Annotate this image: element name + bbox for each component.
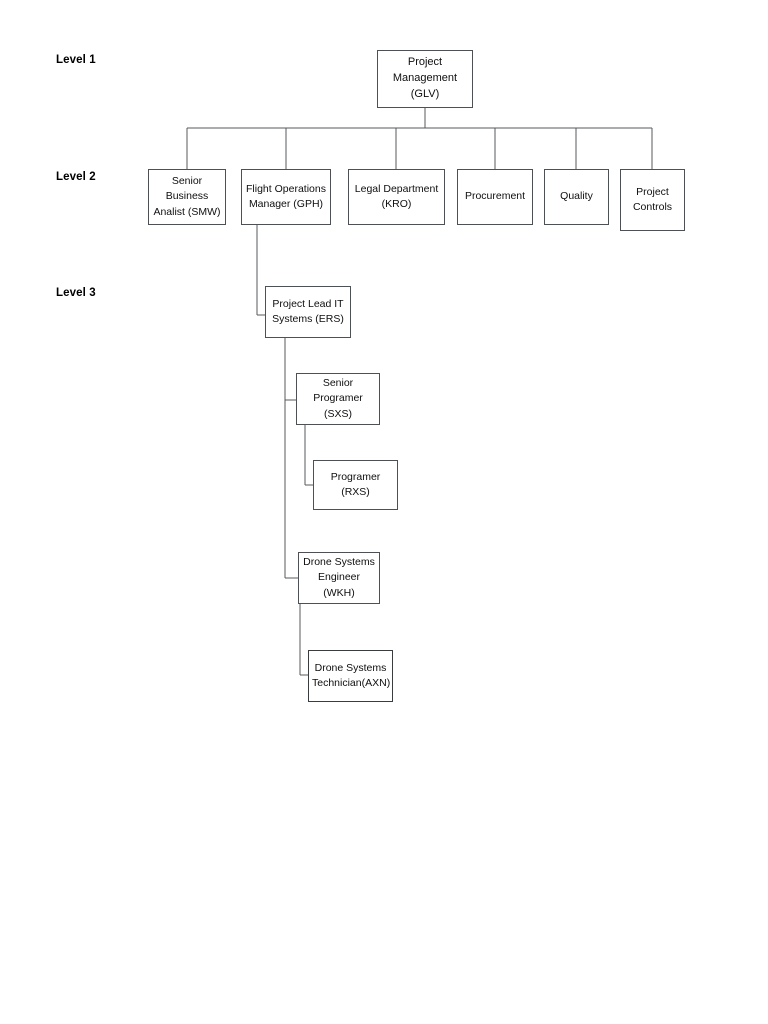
node-flight-operations-manager[interactable]: Flight Operations Manager (GPH) [241,169,331,225]
node-drone-systems-technician[interactable]: Drone Systems Technician(AXN) [308,650,393,702]
node-programer[interactable]: Programer (RXS) [313,460,398,510]
node-programer-label: Programer (RXS) [330,470,381,498]
node-project-controls-label: Project Controls [632,185,673,213]
node-senior-business-analist-label: Senior Business Analist (SMW) [153,175,221,218]
node-drone-systems-engineer-label: Drone Systems Engineer (WKH) [303,556,375,599]
node-legal-department[interactable]: Legal Department (KRO) [348,169,445,225]
node-senior-programer[interactable]: Senior Programer (SXS) [296,373,380,425]
level-label-level-2: Level 2 [56,171,96,183]
node-legal-department-label: Legal Department (KRO) [354,182,439,210]
level-label-level-1: Level 1 [56,54,96,66]
node-project-lead-it-systems-label: Project Lead IT Systems (ERS) [272,297,344,325]
node-quality[interactable]: Quality [544,169,609,225]
node-senior-programer-label: Senior Programer (SXS) [313,377,363,420]
node-procurement-label: Procurement [464,190,526,203]
level-label-level-3: Level 3 [56,287,96,299]
node-procurement[interactable]: Procurement [457,169,533,225]
node-project-lead-it-systems[interactable]: Project Lead IT Systems (ERS) [265,286,351,338]
node-project-controls[interactable]: Project Controls [620,169,685,231]
node-senior-business-analist[interactable]: Senior Business Analist (SMW) [148,169,226,225]
node-drone-systems-engineer[interactable]: Drone Systems Engineer (WKH) [298,552,380,604]
node-project-management[interactable]: Project Management (GLV) [377,50,473,108]
node-drone-systems-technician-label: Drone Systems Technician(AXN) [312,661,391,689]
node-project-management-label: Project Management (GLV) [392,56,458,100]
node-flight-operations-manager-label: Flight Operations Manager (GPH) [246,182,326,210]
node-quality-label: Quality [560,190,593,203]
